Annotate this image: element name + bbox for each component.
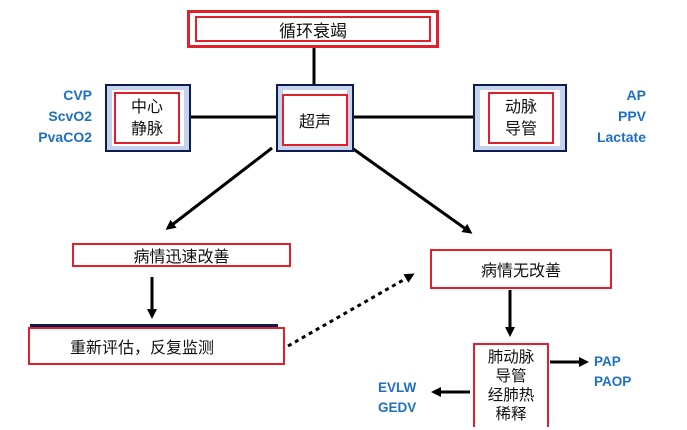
improve-box: 病情迅速改善 bbox=[72, 243, 291, 267]
right-params: AP PPV Lactate bbox=[584, 85, 646, 148]
pa-line3: 经肺热 bbox=[487, 386, 535, 404]
central-venous-line1: 中心 bbox=[130, 97, 163, 116]
pa-param-pap: PAP bbox=[594, 354, 621, 369]
no-improve-label: 病情无改善 bbox=[480, 261, 561, 280]
pa-line2: 导管 bbox=[495, 367, 527, 385]
top-box: 循环衰竭 bbox=[195, 16, 431, 42]
left-param-scvo2: ScvO2 bbox=[48, 108, 92, 124]
ultrasound-box: 超声 bbox=[282, 94, 348, 146]
right-param-ppv: PPV bbox=[617, 108, 646, 124]
improve-label: 病情迅速改善 bbox=[133, 247, 230, 266]
transpulm-params: EVLW GEDV bbox=[378, 378, 416, 418]
pa-params: PAP PAOP bbox=[594, 352, 631, 392]
arrow-to-no-improve bbox=[351, 146, 473, 234]
reassess-box: 重新评估，反复监测 bbox=[28, 327, 285, 365]
dotted-arrow-reassess-to-no-improve bbox=[287, 273, 415, 348]
arterial-line-box: 动脉 导管 bbox=[488, 92, 554, 144]
transpulm-param-gedv: GEDV bbox=[378, 400, 417, 415]
left-param-cvp: CVP bbox=[63, 87, 92, 103]
ultrasound-label: 超声 bbox=[298, 112, 331, 131]
right-param-ap: AP bbox=[626, 87, 646, 103]
central-venous-box: 中心 静脉 bbox=[114, 92, 180, 144]
pa-catheter-box: 肺动脉 导管 经肺热 稀释 bbox=[473, 343, 549, 427]
no-improve-box: 病情无改善 bbox=[430, 249, 612, 289]
pa-line1: 肺动脉 bbox=[487, 348, 535, 366]
top-box-label: 循环衰竭 bbox=[279, 21, 347, 42]
reassess-label: 重新评估，反复监测 bbox=[70, 338, 215, 357]
left-param-pvaco2: PvaCO2 bbox=[38, 129, 92, 145]
transpulm-param-evlw: EVLW bbox=[378, 380, 417, 395]
arrow-to-improve bbox=[165, 146, 273, 230]
right-param-lactate: Lactate bbox=[596, 129, 646, 145]
pa-param-paop: PAOP bbox=[594, 374, 632, 389]
left-params: CVP ScvO2 PvaCO2 bbox=[28, 85, 92, 148]
arterial-line-line1: 动脉 bbox=[504, 97, 537, 116]
arterial-line-line2: 导管 bbox=[504, 119, 537, 138]
pa-line4: 稀释 bbox=[495, 405, 527, 423]
central-venous-line2: 静脉 bbox=[130, 119, 163, 138]
